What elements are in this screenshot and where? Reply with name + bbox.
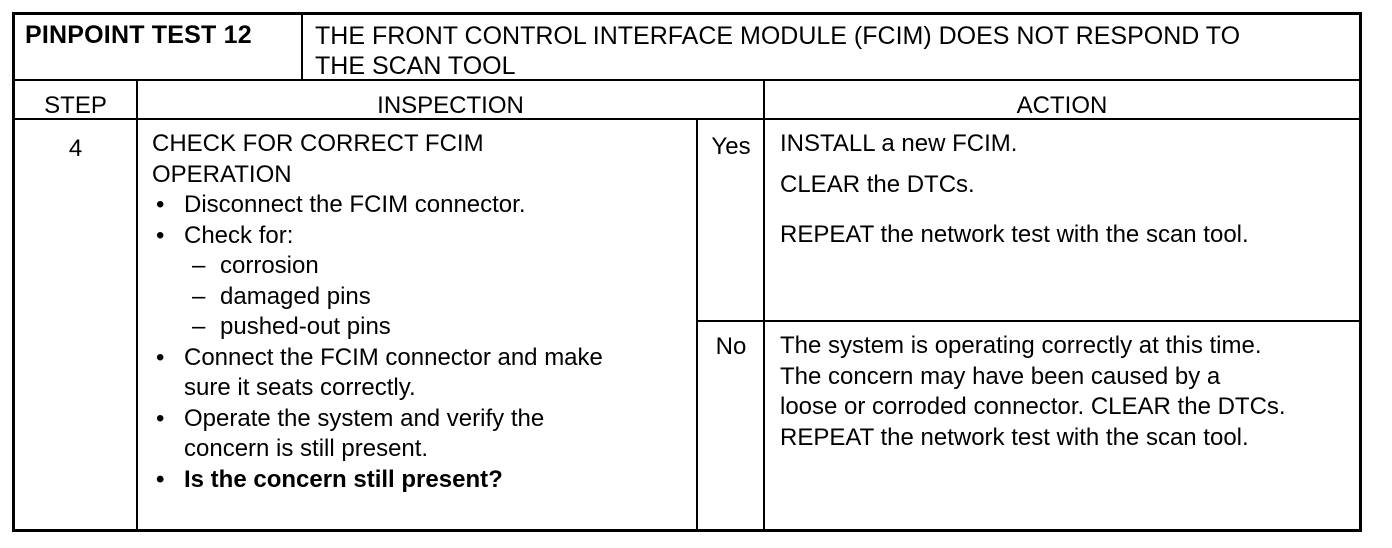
inspection-bullet: Operate the system and verify the concer… — [152, 404, 692, 465]
divider-title-bottom — [15, 79, 1359, 81]
inspection-bullet-line: Connect the FCIM connector and make — [184, 343, 603, 371]
yes-action-line: CLEAR the DTCs. — [780, 170, 975, 198]
inspection-sub-item: corrosion — [152, 251, 692, 282]
inspection-content: CHECK FOR CORRECT FCIM OPERATION Disconn… — [152, 129, 692, 495]
divider-yesno — [696, 118, 698, 529]
yes-action: INSTALL a new FCIM. CLEAR the DTCs. REPE… — [780, 129, 1360, 251]
inspection-list: Disconnect the FCIM connector. Check for… — [152, 190, 692, 495]
inspection-bullet: Disconnect the FCIM connector. — [152, 190, 692, 221]
column-header-step: STEP — [44, 92, 107, 119]
yes-action-line: REPEAT the network test with the scan to… — [780, 221, 1249, 248]
divider-step — [136, 79, 138, 529]
no-action: The system is operating correctly at thi… — [780, 331, 1360, 453]
inspection-bullet: Check for: — [152, 221, 692, 252]
no-action-line: The concern may have been caused by a — [780, 362, 1221, 390]
divider-action — [763, 79, 765, 529]
inspection-heading-line-1: CHECK FOR CORRECT FCIM — [152, 130, 484, 157]
inspection-heading-line-2: OPERATION — [152, 160, 292, 188]
yes-action-line: INSTALL a new FCIM. — [780, 130, 1018, 157]
no-action-line: loose or corroded connector. CLEAR the D… — [780, 393, 1286, 420]
no-action-line: The system is operating correctly at thi… — [780, 332, 1262, 359]
title-line-2: THE SCAN TOOL — [315, 52, 516, 80]
pinpoint-test-title: THE FRONT CONTROL INTERFACE MODULE (FCIM… — [315, 21, 1355, 81]
inspection-bullet: Connect the FCIM connector and make sure… — [152, 343, 692, 404]
title-line-1: THE FRONT CONTROL INTERFACE MODULE (FCIM… — [315, 22, 1241, 50]
inspection-bullet-line: Operate the system and verify the — [184, 404, 545, 432]
step-number: 4 — [68, 135, 83, 162]
inspection-sub-item: pushed-out pins — [152, 312, 692, 343]
yes-label: Yes — [711, 133, 751, 160]
inspection-bullet-line: sure it seats correctly. — [184, 374, 416, 401]
inspection-bullet-line: concern is still present. — [184, 435, 429, 462]
no-label: No — [715, 333, 747, 360]
divider-yes-no — [696, 320, 1359, 322]
pinpoint-test-table: PINPOINT TEST 12 THE FRONT CONTROL INTER… — [12, 12, 1362, 532]
no-action-line: REPEAT the network test with the scan to… — [780, 423, 1249, 451]
column-header-action: ACTION — [1016, 92, 1108, 119]
pinpoint-test-label: PINPOINT TEST 12 — [25, 21, 252, 49]
divider-header-bottom — [15, 118, 1359, 120]
inspection-question: Is the concern still present? — [152, 465, 692, 496]
inspection-sub-item: damaged pins — [152, 282, 692, 313]
divider-title — [301, 15, 303, 79]
column-header-inspection: INSPECTION — [377, 92, 524, 119]
